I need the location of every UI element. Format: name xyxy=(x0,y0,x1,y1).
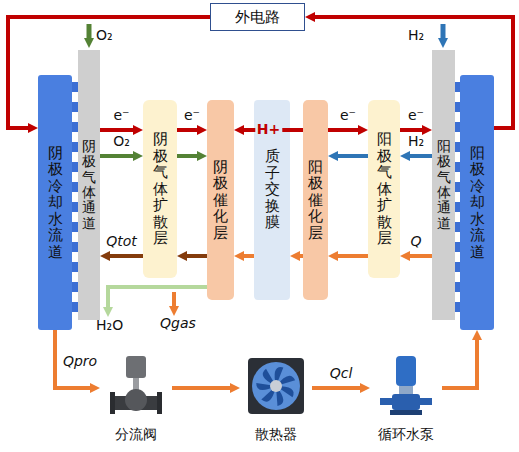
flow-arrow xyxy=(328,128,361,132)
node-label: 阳极气体扩散层 xyxy=(377,131,392,247)
fan-icon xyxy=(240,352,312,422)
flow-label: O₂ xyxy=(96,28,113,43)
coolant-channel-teeth xyxy=(72,82,460,312)
node-label: 阴极气体通道 xyxy=(82,139,96,231)
flow-arrow xyxy=(335,154,368,158)
flow-arrow xyxy=(312,386,363,390)
catalyst-layer: 阴极催化层 xyxy=(207,100,234,300)
flow-arrow xyxy=(442,337,477,388)
valve: 分流阀 xyxy=(100,352,172,446)
water-outlet-arrow xyxy=(108,287,207,310)
gas-channel: 阳极气体通道 xyxy=(432,50,455,320)
edge-label: Qtot xyxy=(104,234,139,249)
flow-arrow xyxy=(107,254,143,258)
node-label: 外电路 xyxy=(235,8,280,27)
flow-arrow xyxy=(177,154,200,158)
flow-label: H₂O xyxy=(96,318,123,333)
flow-arrow xyxy=(184,254,207,258)
radiator: 散热器 xyxy=(240,352,312,446)
node-label: 阴极气体扩散层 xyxy=(153,131,168,247)
flow-arrow xyxy=(407,254,432,258)
diffusion-layer: 阴极气体扩散层 xyxy=(143,100,177,278)
edge-label: H+ xyxy=(255,122,282,137)
node-label: 阴极催化层 xyxy=(213,159,228,242)
pump-icon xyxy=(370,352,442,422)
flow-label: Qgas xyxy=(160,316,196,331)
edge-label: Qcl xyxy=(328,366,355,381)
valve-icon xyxy=(100,352,172,422)
node-label: 分流阀 xyxy=(115,426,157,444)
circuit-box: 外电路 xyxy=(210,3,305,31)
flow-arrow xyxy=(100,128,136,132)
oxygen-inlet-arrow xyxy=(87,24,92,41)
edge-label: e⁻ xyxy=(338,108,358,123)
edge-label: O₂ xyxy=(111,134,132,149)
flow-arrow xyxy=(177,128,200,132)
node-label: 循环水泵 xyxy=(378,426,434,444)
node-label: 阳极催化层 xyxy=(308,159,323,242)
flow-arrow xyxy=(100,154,136,158)
flow-arrow xyxy=(241,254,254,258)
catalyst-layer: 阳极催化层 xyxy=(303,100,328,300)
hydrogen-inlet-arrow xyxy=(441,24,446,41)
flow-label: H₂ xyxy=(408,28,424,43)
flow-arrow xyxy=(400,128,425,132)
flow-arrow xyxy=(407,154,432,158)
edge-label: e⁻ xyxy=(182,108,202,123)
edge-label: Qpro xyxy=(61,354,99,369)
gas-channel: 阴极气体通道 xyxy=(78,50,100,320)
pump: 循环水泵 xyxy=(370,352,442,446)
gas-heat-arrow xyxy=(172,292,176,309)
node-label: 质子交换膜 xyxy=(265,148,280,231)
node-label: 阳极冷却水流道 xyxy=(470,145,485,261)
flow-arrow xyxy=(172,386,233,390)
node-label: 阳极气体通道 xyxy=(437,139,451,231)
node-label: 阴极冷却水流道 xyxy=(48,145,63,261)
node-label: 散热器 xyxy=(255,426,297,444)
edge-label: e⁻ xyxy=(406,108,426,123)
edge-label: Q xyxy=(408,234,423,249)
flow-arrow xyxy=(335,254,368,258)
edge-label: e⁻ xyxy=(111,108,131,123)
edge-label: H₂ xyxy=(406,134,426,149)
coolant-channel: 阳极冷却水流道 xyxy=(460,75,494,330)
coolant-channel: 阴极冷却水流道 xyxy=(38,75,72,330)
diffusion-layer: 阳极气体扩散层 xyxy=(368,100,400,278)
